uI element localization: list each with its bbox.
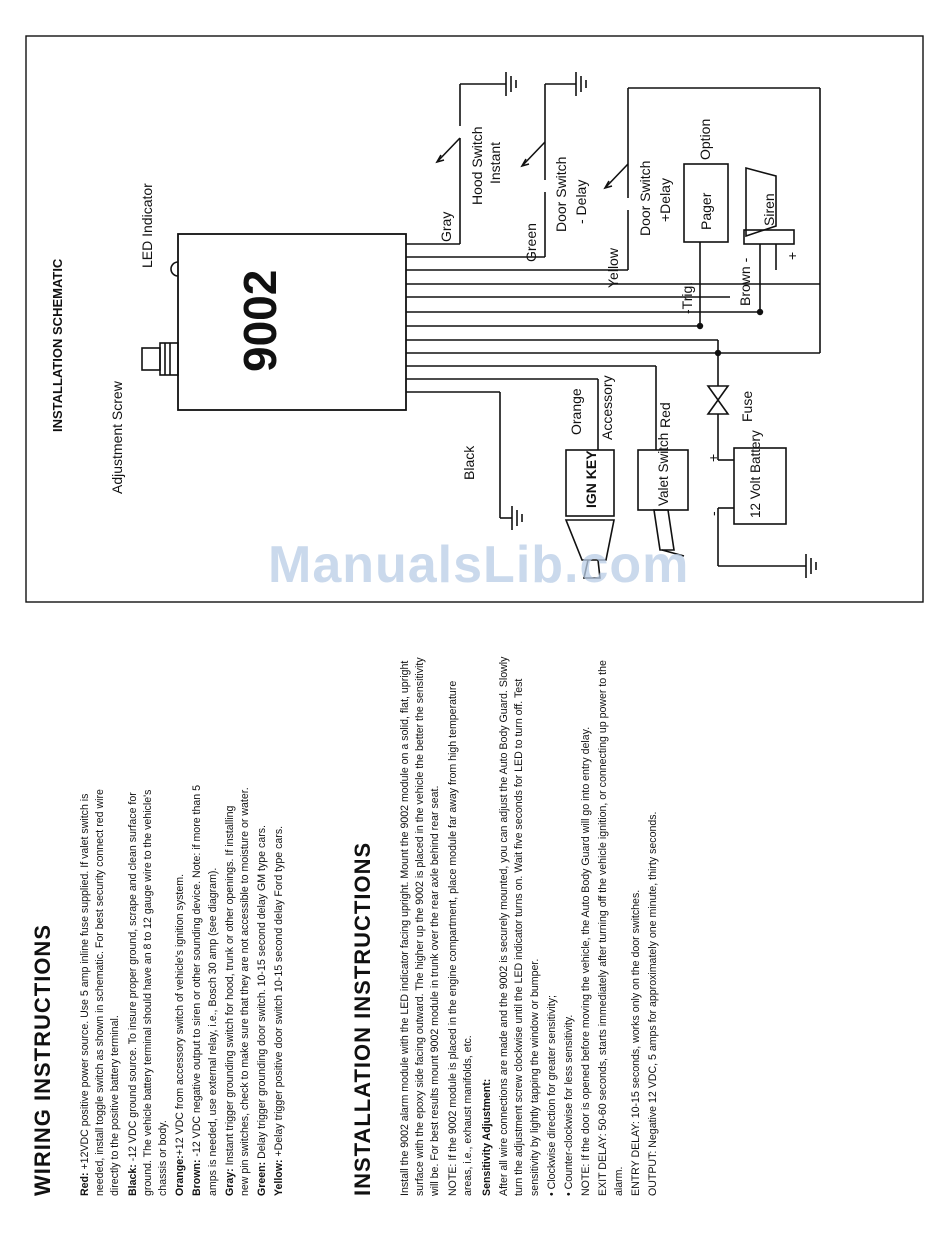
label-minus-delay: - Delay bbox=[573, 180, 589, 224]
label-ign-key: IGN KEY bbox=[583, 450, 599, 508]
pager-box bbox=[683, 163, 729, 243]
module-number: 9002 bbox=[234, 270, 286, 372]
label-pager: Pager bbox=[698, 192, 714, 230]
wiring-item-text: +12 VDC from accessory switch of vehicle… bbox=[174, 873, 187, 1156]
bullet-clockwise: • Clockwise direction for greater sensit… bbox=[545, 995, 558, 1196]
adjustment-screw-shape bbox=[141, 342, 179, 376]
label-plus-delay: +Delay bbox=[657, 178, 673, 222]
label-trig: -Trig. bbox=[679, 282, 695, 314]
label-siren: Siren bbox=[761, 193, 777, 226]
wiring-heading: WIRING INSTRUCTIONS bbox=[30, 924, 55, 1196]
fuse-top bbox=[706, 385, 730, 402]
label-option: Option bbox=[697, 119, 713, 160]
output-spec: OUTPUT: Negative 12 VDC, 5 amps for appr… bbox=[647, 811, 660, 1196]
wiring-instructions: WIRING INSTRUCTIONS Red: +12VDC positive… bbox=[30, 784, 290, 1196]
battery-box bbox=[733, 447, 787, 525]
sensitivity-title: Sensitivity Adjustment: bbox=[481, 1078, 494, 1196]
wiring-item-text: +12VDC positive power source. Use 5 amp … bbox=[79, 789, 122, 1196]
label-accessory: Accessory bbox=[599, 375, 615, 440]
label-instant: Instant bbox=[487, 142, 503, 184]
wiring-item: Green: Delay trigger grounding door swit… bbox=[255, 784, 270, 1196]
label-brown: Brown - bbox=[737, 257, 753, 306]
installation-schematic: 9002 INSTALLATION SCHEMATIC Adjustment S… bbox=[25, 35, 924, 603]
wiring-item: Orange:+12 VDC from accessory switch of … bbox=[173, 784, 188, 1196]
wiring-item-key: Gray: bbox=[223, 1168, 236, 1196]
label-battery-plus: + bbox=[705, 454, 721, 462]
label-led-indicator: LED Indicator bbox=[139, 183, 155, 268]
installation-heading: INSTALLATION INSTRUCTIONS bbox=[350, 841, 375, 1196]
label-battery: 12 Volt Battery bbox=[748, 430, 763, 518]
wiring-item-text: Delay trigger grounding door switch. 10-… bbox=[256, 825, 269, 1162]
wiring-item-key: Brown: bbox=[191, 1159, 204, 1196]
wiring-item-key: Black: bbox=[126, 1164, 139, 1196]
install-note-engine: NOTE: If the 9002 module is placed in th… bbox=[446, 680, 474, 1196]
wiring-item: Brown: -12 VDC negative output to siren … bbox=[190, 784, 220, 1196]
label-black: Black bbox=[461, 445, 477, 480]
wiring-item-key: Red: bbox=[79, 1172, 91, 1196]
wiring-item-key: Orange: bbox=[174, 1155, 187, 1196]
wiring-item: Gray: Instant trigger grounding switch f… bbox=[223, 784, 253, 1196]
label-fuse: Fuse bbox=[739, 391, 755, 422]
label-valet-switch: Valet Switch bbox=[656, 433, 671, 506]
schematic-frame bbox=[25, 35, 924, 603]
label-red: Red bbox=[657, 402, 673, 428]
fuse-bottom bbox=[706, 398, 730, 415]
wiring-item-key: Yellow: bbox=[273, 1159, 286, 1197]
wiring-item: Black: -12 VDC ground source. To insure … bbox=[126, 784, 172, 1196]
label-yellow: Yellow bbox=[605, 247, 621, 288]
label-gray: Gray bbox=[438, 212, 454, 242]
entry-delay: ENTRY DELAY: 10-15 seconds, works only o… bbox=[629, 889, 642, 1196]
install-note-door: NOTE: If the door is opened before movin… bbox=[580, 726, 593, 1196]
label-door-switch-delay: Door Switch bbox=[553, 157, 569, 232]
module-box bbox=[177, 233, 407, 411]
wiring-item-text: -12 VDC ground source. To insure proper … bbox=[126, 789, 170, 1196]
label-hood-switch: Hood Switch bbox=[469, 126, 485, 205]
label-orange: Orange bbox=[568, 388, 584, 435]
installation-instructions: INSTALLATION INSTRUCTIONS Install the 90… bbox=[350, 656, 663, 1196]
siren-horn bbox=[745, 166, 777, 238]
sensitivity-text: After all wire connections are made and … bbox=[498, 656, 541, 1196]
led-bump bbox=[170, 261, 179, 277]
bullet-counter-clockwise: • Counter-clockwise for less sensitivity… bbox=[563, 1014, 576, 1196]
wiring-item-text: Instant trigger grounding switch for hoo… bbox=[223, 787, 252, 1196]
install-intro: Install the 9002 alarm module with the L… bbox=[399, 657, 442, 1196]
label-siren-plus: + bbox=[784, 252, 800, 260]
watermark: ManualsLib.com bbox=[268, 536, 690, 594]
label-door-switch-plus: Door Switch bbox=[637, 161, 653, 236]
wiring-list: Red: +12VDC positive power source. Use 5… bbox=[78, 784, 288, 1196]
label-adjustment-screw: Adjustment Screw bbox=[109, 380, 125, 494]
siren-base bbox=[743, 229, 795, 245]
label-battery-minus: - bbox=[705, 511, 721, 516]
label-green: Green bbox=[523, 223, 539, 262]
ign-key-box bbox=[565, 449, 615, 517]
wiring-item: Yellow: +Delay trigger positive door swi… bbox=[272, 784, 287, 1196]
schematic-title: INSTALLATION SCHEMATIC bbox=[50, 258, 65, 432]
wiring-item-text: +Delay trigger positive door switch 10-1… bbox=[273, 825, 286, 1160]
wiring-item: Red: +12VDC positive power source. Use 5… bbox=[78, 784, 124, 1196]
wiring-item-key: Green: bbox=[256, 1161, 269, 1196]
wiring-item-text: -12 VDC negative output to siren or othe… bbox=[191, 784, 219, 1196]
exit-delay: EXIT DELAY: 50-60 seconds, starts immedi… bbox=[597, 660, 625, 1196]
